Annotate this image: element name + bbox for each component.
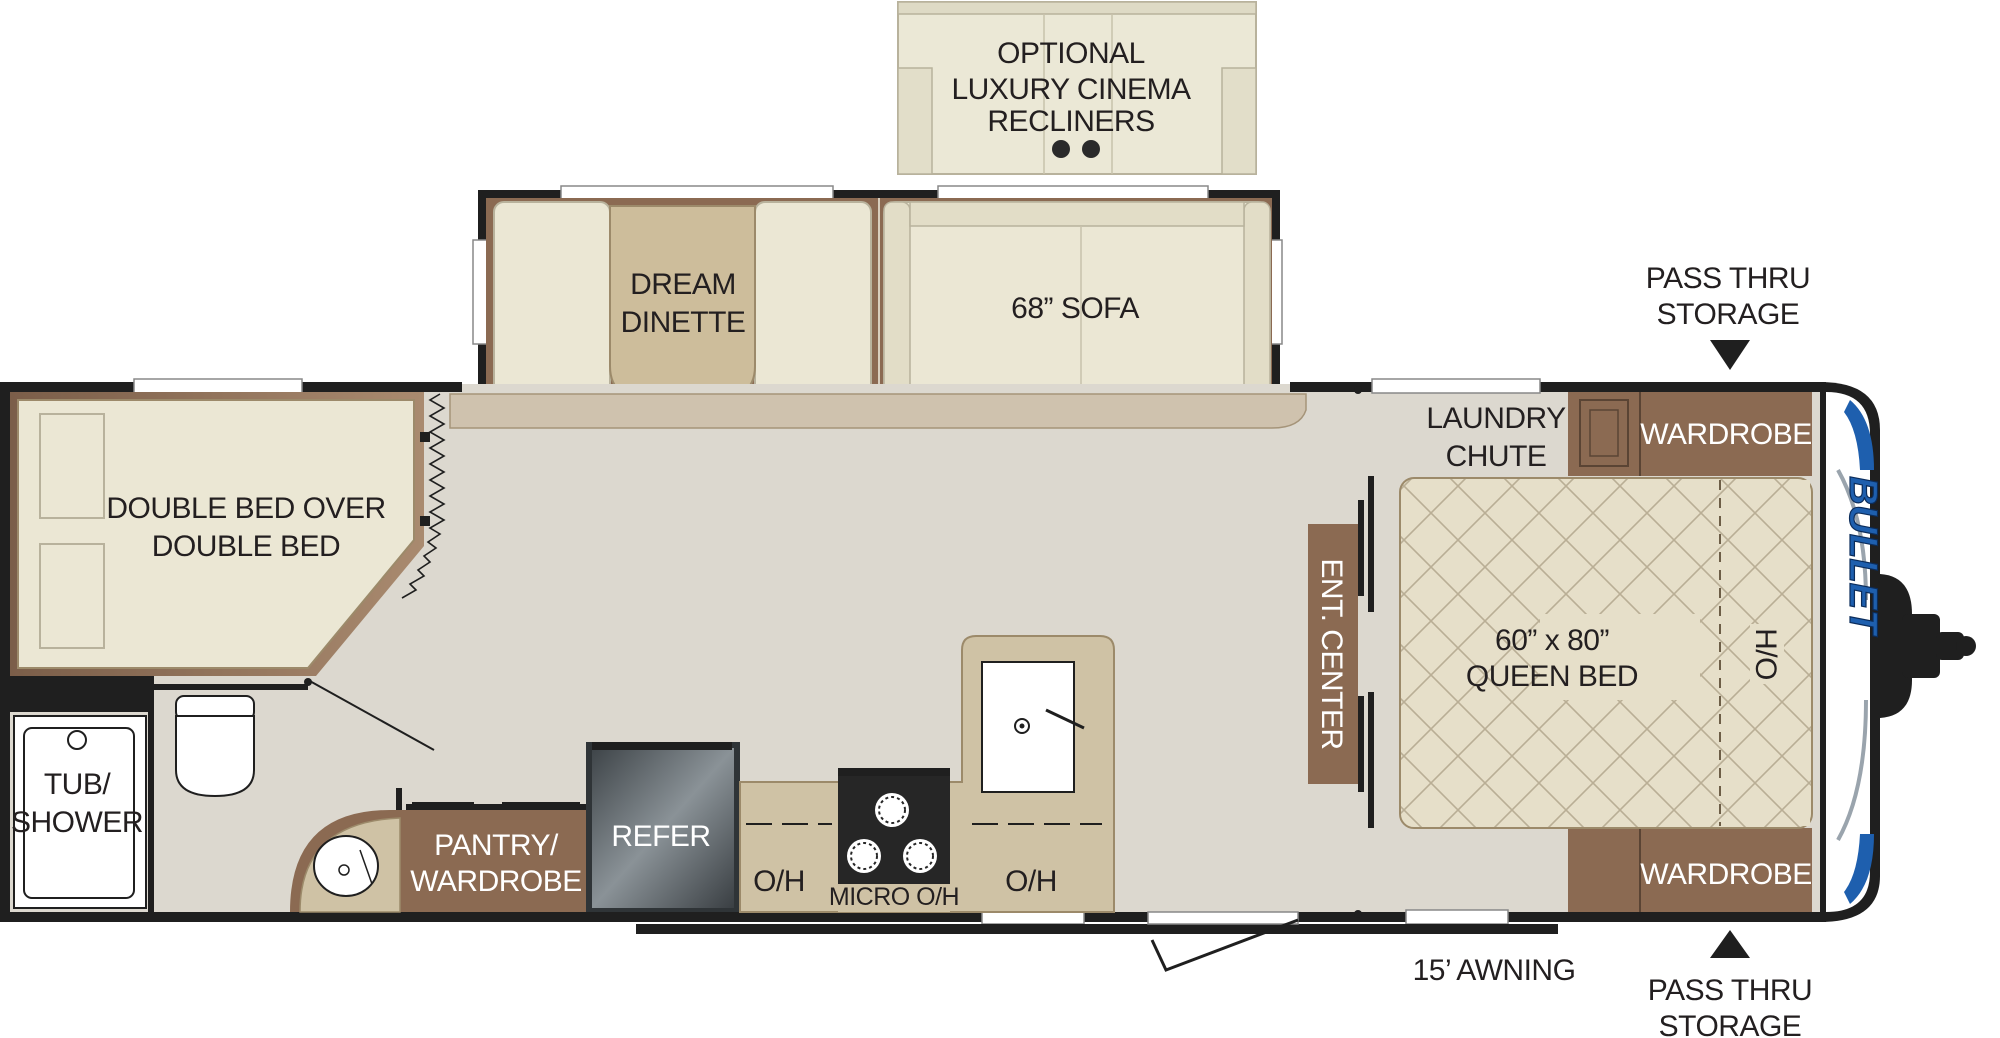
queen-label-1: 60” x 80” [1495, 624, 1609, 657]
pass-thru-top-label-1: PASS THRU [1646, 262, 1810, 295]
window [937, 185, 1209, 201]
dinette-label-2: DINETTE [621, 306, 746, 339]
arrow-down-icon [1710, 340, 1750, 370]
tub-label-2: SHOWER [11, 806, 143, 839]
dream-dinette: DREAM DINETTE [486, 198, 878, 399]
window [560, 185, 834, 201]
wardrobe-top-label: WARDROBE [1640, 418, 1812, 451]
entry-step-icon [1150, 918, 1299, 972]
awning-label: 15’ AWNING [1413, 954, 1576, 987]
queen-label-2: QUEEN BED [1466, 660, 1638, 693]
laundry-chute [1568, 392, 1640, 476]
ent-center-label: ENT. CENTER [1315, 558, 1348, 749]
oh-right-label: O/H [1005, 865, 1057, 898]
wardrobe-top [1640, 392, 1812, 476]
dinette-table [609, 205, 756, 399]
refer-label: REFER [611, 820, 710, 853]
cupholder-icon [1082, 140, 1100, 158]
toilet-icon [175, 695, 255, 798]
sofa-label: 68” SOFA [1011, 292, 1139, 325]
micro-oh-label: MICRO O/H [829, 883, 959, 911]
wardrobe-bottom [1640, 828, 1812, 912]
window [133, 378, 303, 394]
kitchen: PANTRY/ WARDROBE REFER O/H MICRO O/H O/H [406, 635, 1115, 913]
pantry-label-1: PANTRY/ [434, 829, 559, 862]
pillow [39, 413, 105, 519]
recliners-label-2: LUXURY CINEMA [951, 73, 1191, 106]
awning-rail [636, 924, 1558, 934]
entry-door [1147, 911, 1299, 925]
cupholder-icon [1052, 140, 1070, 158]
tub-label-1: TUB/ [44, 768, 112, 801]
hitch-icon [1880, 574, 1976, 718]
pass-thru-bottom-label-2: STORAGE [1659, 1010, 1802, 1038]
bunk-label-1: DOUBLE BED OVER [106, 492, 385, 525]
pass-thru-top-label-2: STORAGE [1657, 298, 1800, 331]
entertainment-center: ENT. CENTER [1308, 476, 1374, 828]
recliners-label-1: OPTIONAL [997, 37, 1145, 70]
burner-icon [903, 839, 937, 873]
ho-label: H/O [1749, 628, 1782, 680]
window [1405, 909, 1509, 925]
sofa-68: 68” SOFA [880, 198, 1272, 399]
oh-left-label: O/H [753, 865, 805, 898]
bunk-curtain [401, 393, 446, 599]
optional-recliners: OPTIONAL LUXURY CINEMA RECLINERS [897, 1, 1257, 175]
arrow-up-icon [1710, 930, 1750, 958]
master-bedroom: LAUNDRY CHUTE WARDROBE WARDROBE 60” x 80… [1399, 392, 1813, 912]
burner-icon [847, 839, 881, 873]
burner-icon [875, 793, 909, 827]
bunk-beds: DOUBLE BED OVER DOUBLE BED [10, 392, 446, 676]
pass-thru-bottom-label-1: PASS THRU [1648, 974, 1812, 1007]
dinette-label-1: DREAM [630, 268, 736, 301]
bath-door [307, 679, 435, 751]
front-cap: BULLET by Keystone [1820, 382, 1976, 922]
laundry-label-1: LAUNDRY [1426, 402, 1566, 435]
window [1371, 378, 1541, 394]
brand-logo: BULLET [1841, 476, 1885, 637]
bathroom: TUB/ SHOWER [10, 676, 435, 913]
pillow [39, 543, 105, 649]
recliners-label-3: RECLINERS [987, 105, 1154, 138]
exterior-labels: PASS THRU STORAGE PASS THRU STORAGE 15’ … [1413, 262, 1813, 1038]
bunk-label-2: DOUBLE BED [152, 530, 340, 563]
laundry-label-2: CHUTE [1446, 440, 1547, 473]
wardrobe-bottom-label: WARDROBE [1640, 858, 1812, 891]
drain-icon [67, 730, 87, 750]
window [472, 239, 488, 345]
pantry-wardrobe [406, 806, 586, 912]
pantry-label-2: WARDROBE [410, 865, 582, 898]
